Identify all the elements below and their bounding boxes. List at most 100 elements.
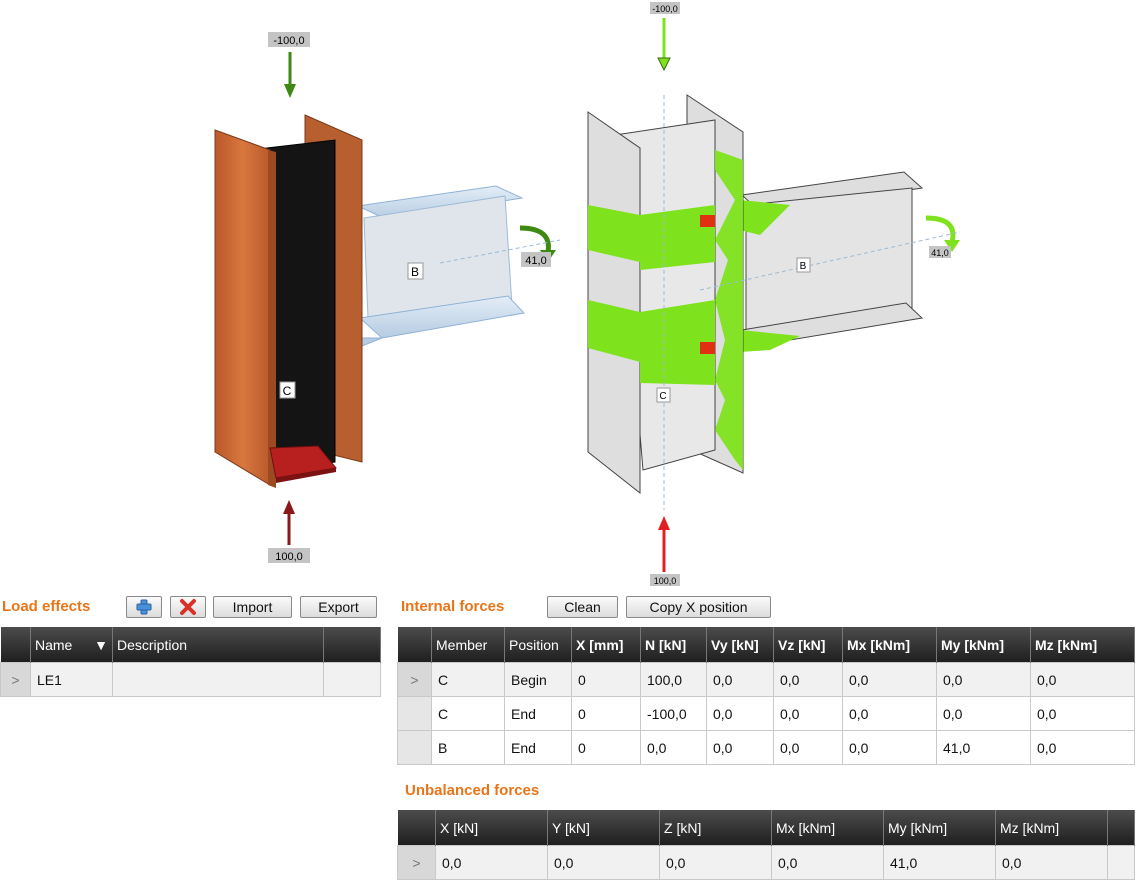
x-cell[interactable]: 0 <box>571 730 641 765</box>
empty-cell <box>1107 845 1135 880</box>
column-header-description[interactable]: Description <box>112 627 324 663</box>
n-cell[interactable]: 0,0 <box>640 730 707 765</box>
column-header-name-label: Name <box>35 636 73 653</box>
export-button[interactable]: Export <box>300 596 377 618</box>
mz-cell[interactable]: 0,0 <box>1030 730 1135 765</box>
beam-b-right[interactable] <box>740 171 924 352</box>
table-row[interactable]: > LE1 <box>0 662 381 697</box>
load-arrow-up-icon <box>658 516 670 530</box>
left-load-bottom-label: 100,0 <box>275 551 303 563</box>
load-effect-description-cell[interactable] <box>112 662 324 697</box>
plus-icon <box>136 599 152 615</box>
vz-cell[interactable]: 0,0 <box>773 730 843 765</box>
column-header-my[interactable]: My [kNm] <box>936 627 1031 663</box>
table-row[interactable]: > 0,0 0,0 0,0 0,0 41,0 0,0 <box>397 845 1135 880</box>
left-joint-model[interactable] <box>214 52 561 545</box>
load-arrow-down-icon <box>657 57 671 72</box>
vy-cell[interactable]: 0,0 <box>706 730 774 765</box>
row-indicator <box>397 696 432 731</box>
row-header-corner <box>397 810 436 846</box>
my-cell[interactable]: 41,0 <box>883 845 996 880</box>
table-row[interactable]: > C Begin 0 100,0 0,0 0,0 0,0 0,0 0,0 <box>397 662 1135 697</box>
beam-b-left[interactable] <box>356 185 525 347</box>
column-header-y[interactable]: Y [kN] <box>547 810 660 846</box>
my-cell[interactable]: 0,0 <box>936 696 1031 731</box>
left-beam-label: B <box>411 265 419 279</box>
right-beam-label: B <box>800 261 807 272</box>
empty-cell <box>323 662 381 697</box>
unbalanced-forces-title: Unbalanced forces <box>405 782 540 799</box>
column-header-mz[interactable]: Mz [kNm] <box>995 810 1108 846</box>
column-header-name[interactable]: Name ▼ <box>30 627 113 663</box>
load-effect-name-cell[interactable]: LE1 <box>30 662 113 697</box>
column-header-vz[interactable]: Vz [kN] <box>773 627 843 663</box>
right-joint-model[interactable] <box>587 18 961 572</box>
vz-cell[interactable]: 0,0 <box>773 662 843 697</box>
x-cell[interactable]: 0 <box>571 662 641 697</box>
mx-cell[interactable]: 0,0 <box>842 696 937 731</box>
delete-load-effect-button[interactable] <box>170 596 206 618</box>
column-header-vy[interactable]: Vy [kN] <box>706 627 774 663</box>
mx-cell[interactable]: 0,0 <box>842 662 937 697</box>
unbalanced-forces-table[interactable]: X [kN] Y [kN] Z [kN] Mx [kNm] My [kNm] M… <box>397 810 1135 880</box>
copy-x-position-button[interactable]: Copy X position <box>626 596 771 618</box>
load-effects-table[interactable]: Name ▼ Description > LE1 <box>0 627 381 697</box>
y-cell[interactable]: 0,0 <box>547 845 660 880</box>
column-header-x[interactable]: X [mm] <box>571 627 641 663</box>
moment-arrow-icon <box>925 215 956 243</box>
table-row[interactable]: B End 0 0,0 0,0 0,0 0,0 41,0 0,0 <box>397 730 1135 765</box>
internal-forces-table[interactable]: Member Position X [mm] N [kN] Vy [kN] Vz… <box>397 627 1135 765</box>
position-cell[interactable]: End <box>504 730 572 765</box>
n-cell[interactable]: 100,0 <box>640 662 707 697</box>
mx-cell[interactable]: 0,0 <box>771 845 884 880</box>
x-cell[interactable]: 0,0 <box>435 845 548 880</box>
position-cell[interactable]: End <box>504 696 572 731</box>
mz-cell[interactable]: 0,0 <box>995 845 1108 880</box>
moment-arrow-icon <box>519 225 551 253</box>
my-cell[interactable]: 41,0 <box>936 730 1031 765</box>
mz-cell[interactable]: 0,0 <box>1030 696 1135 731</box>
z-cell[interactable]: 0,0 <box>659 845 772 880</box>
column-header-n[interactable]: N [kN] <box>640 627 707 663</box>
row-indicator: > <box>0 662 31 697</box>
right-load-top-label: -100,0 <box>652 4 678 14</box>
x-cell[interactable]: 0 <box>571 696 641 731</box>
column-header-my[interactable]: My [kNm] <box>883 810 996 846</box>
column-header-mx[interactable]: Mx [kNm] <box>842 627 937 663</box>
vy-cell[interactable]: 0,0 <box>706 662 774 697</box>
member-cell[interactable]: C <box>431 696 505 731</box>
member-cell[interactable]: B <box>431 730 505 765</box>
load-arrow-down-icon <box>284 84 296 98</box>
right-column-label: C <box>659 391 666 402</box>
left-moment-label: 41,0 <box>525 255 546 267</box>
column-header-member[interactable]: Member <box>431 627 505 663</box>
column-header-x[interactable]: X [kN] <box>435 810 548 846</box>
column-header-position[interactable]: Position <box>504 627 572 663</box>
row-header-corner <box>0 627 31 663</box>
column-header-z[interactable]: Z [kN] <box>659 810 772 846</box>
column-header-extra <box>1107 810 1135 846</box>
member-cell[interactable]: C <box>431 662 505 697</box>
n-cell[interactable]: -100,0 <box>640 696 707 731</box>
column-front-flange <box>214 129 271 486</box>
mx-cell[interactable]: 0,0 <box>842 730 937 765</box>
model-viewport[interactable]: -100,0 100,0 41,0 C B <box>0 0 1138 595</box>
position-cell[interactable]: Begin <box>504 662 572 697</box>
clean-button[interactable]: Clean <box>547 596 618 618</box>
load-effects-title: Load effects <box>2 598 91 615</box>
add-load-effect-button[interactable] <box>126 596 162 618</box>
row-indicator: > <box>397 662 432 697</box>
my-cell[interactable]: 0,0 <box>936 662 1031 697</box>
left-load-top-label: -100,0 <box>273 35 304 47</box>
mz-cell[interactable]: 0,0 <box>1030 662 1135 697</box>
right-moment-label: 41,0 <box>931 248 949 258</box>
vz-cell[interactable]: 0,0 <box>773 696 843 731</box>
column-header-mx[interactable]: Mx [kNm] <box>771 810 884 846</box>
column-header-mz[interactable]: Mz [kNm] <box>1030 627 1135 663</box>
row-indicator <box>397 730 432 765</box>
import-button[interactable]: Import <box>213 596 292 618</box>
row-header-corner <box>397 627 432 663</box>
filter-icon[interactable]: ▼ <box>94 636 108 653</box>
vy-cell[interactable]: 0,0 <box>706 696 774 731</box>
table-row[interactable]: C End 0 -100,0 0,0 0,0 0,0 0,0 0,0 <box>397 696 1135 731</box>
